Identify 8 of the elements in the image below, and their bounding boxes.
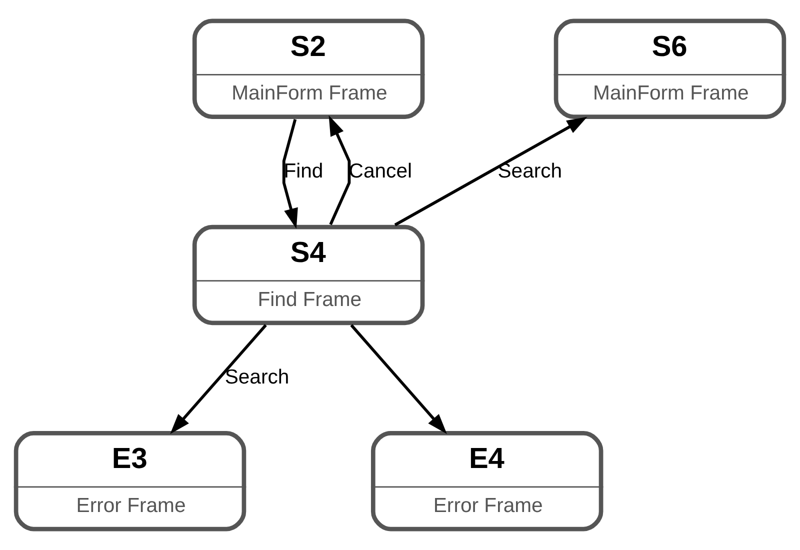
edge-label: Cancel	[348, 160, 412, 182]
arrow	[170, 324, 267, 434]
arrow	[394, 116, 588, 226]
edge-label: Search	[498, 160, 562, 182]
edge-label: Search	[224, 366, 290, 388]
arrow	[328, 115, 351, 226]
arrow	[282, 119, 298, 229]
arrow	[350, 324, 447, 434]
